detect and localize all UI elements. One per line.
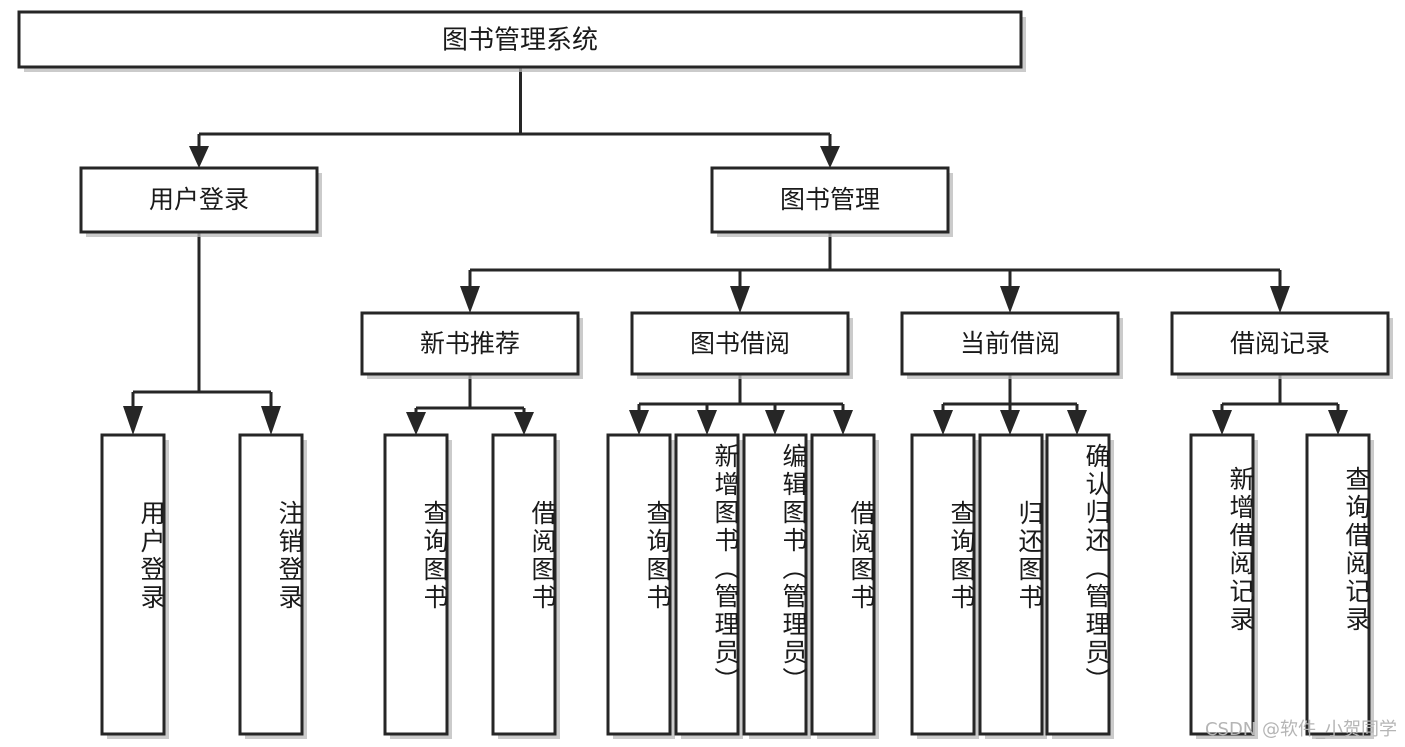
arrowhead-book-manage (820, 146, 840, 168)
csdn-watermark: CSDN @软件_小贺同学 (1204, 719, 1397, 740)
node-root-box[interactable] (17, 10, 1023, 69)
node-new-book-rec-label: 新书推荐 (420, 329, 520, 358)
node-book-manage-label: 图书管理 (780, 185, 880, 214)
node-leaf-query-book-3-box[interactable] (910, 433, 976, 736)
arrowhead-leaf-user-login (123, 406, 143, 435)
node-leaf-add-record[interactable] (1189, 433, 1258, 739)
edge-layer (123, 67, 1348, 435)
node-new-book-rec-box[interactable] (360, 311, 580, 376)
node-leaf-return-book[interactable] (978, 433, 1047, 739)
node-leaf-user-login[interactable] (100, 433, 169, 739)
node-leaf-confirm-return-admin[interactable] (1045, 433, 1114, 739)
node-borrow-record[interactable]: 借阅记录 (1170, 311, 1393, 379)
node-leaf-borrow-book-1[interactable] (491, 433, 560, 739)
node-current-borrow-label: 当前借阅 (960, 329, 1060, 358)
node-leaf-borrow-book-2-box[interactable] (810, 433, 876, 736)
arrowhead-leaf-query-record (1328, 410, 1348, 435)
node-root-label: 图书管理系统 (442, 26, 598, 56)
arrowhead-leaf-confirm-return-admin (1067, 410, 1087, 435)
node-user-login-label: 用户登录 (149, 185, 249, 214)
arrowhead-leaf-add-record (1212, 410, 1232, 435)
node-borrow-record-box[interactable] (1170, 311, 1390, 376)
arrowhead-current-borrow (1000, 286, 1020, 313)
arrowhead-leaf-add-book-admin (697, 410, 717, 435)
node-leaf-return-book-box[interactable] (978, 433, 1044, 736)
node-leaf-query-record[interactable] (1305, 433, 1374, 739)
arrowhead-leaf-user-logout (261, 406, 281, 435)
arrowhead-leaf-query-book-3 (933, 410, 953, 435)
node-book-borrow-box[interactable] (630, 311, 850, 376)
node-new-book-rec[interactable]: 新书推荐 (360, 311, 583, 379)
arrowhead-book-borrow (730, 286, 750, 313)
node-leaf-user-logout-box[interactable] (238, 433, 304, 736)
node-current-borrow-box[interactable] (900, 311, 1120, 376)
node-book-manage[interactable]: 图书管理 (710, 166, 953, 237)
node-leaf-edit-book-admin[interactable] (742, 433, 811, 739)
node-leaf-add-book-admin[interactable] (674, 433, 743, 739)
node-leaf-query-book-1[interactable] (383, 433, 452, 739)
arrowhead-user-login (189, 146, 209, 168)
node-leaf-add-record-box[interactable] (1189, 433, 1255, 736)
node-book-borrow[interactable]: 图书借阅 (630, 311, 853, 379)
node-leaf-query-record-box[interactable] (1305, 433, 1371, 736)
node-borrow-record-label: 借阅记录 (1230, 329, 1330, 358)
arrowhead-new-book-rec (460, 286, 480, 313)
node-leaf-borrow-book-1-box[interactable] (491, 433, 557, 736)
node-leaf-edit-book-admin-box[interactable] (742, 433, 808, 736)
arrowhead-leaf-borrow-book-1 (514, 412, 534, 435)
node-leaf-confirm-return-admin-box[interactable] (1045, 433, 1111, 736)
node-user-login[interactable]: 用户登录 (79, 166, 322, 237)
node-book-borrow-label: 图书借阅 (690, 329, 790, 358)
node-leaf-query-book-1-box[interactable] (383, 433, 449, 736)
arrowhead-leaf-edit-book-admin (765, 410, 785, 435)
node-root[interactable]: 图书管理系统 (17, 10, 1026, 72)
arrowhead-borrow-record (1270, 286, 1290, 313)
node-leaf-borrow-book-2[interactable] (810, 433, 879, 739)
node-leaf-add-book-admin-box[interactable] (674, 433, 740, 736)
node-current-borrow[interactable]: 当前借阅 (900, 311, 1123, 379)
node-book-manage-box[interactable] (710, 166, 950, 234)
arrowhead-leaf-return-book (1000, 410, 1020, 435)
node-user-login-box[interactable] (79, 166, 319, 234)
node-leaf-query-book-2[interactable] (606, 433, 675, 739)
node-leaf-user-login-box[interactable] (100, 433, 166, 736)
node-leaf-user-logout[interactable] (238, 433, 307, 739)
arrowhead-leaf-query-book-2 (629, 410, 649, 435)
arrowhead-leaf-query-book-1 (406, 412, 426, 435)
node-leaf-query-book-3[interactable] (910, 433, 979, 739)
arrowhead-leaf-borrow-book-2 (833, 410, 853, 435)
node-layer: 图书管理系统 用户登录 图书管理 新书推荐 (17, 10, 1393, 739)
node-leaf-query-book-2-box[interactable] (606, 433, 672, 736)
